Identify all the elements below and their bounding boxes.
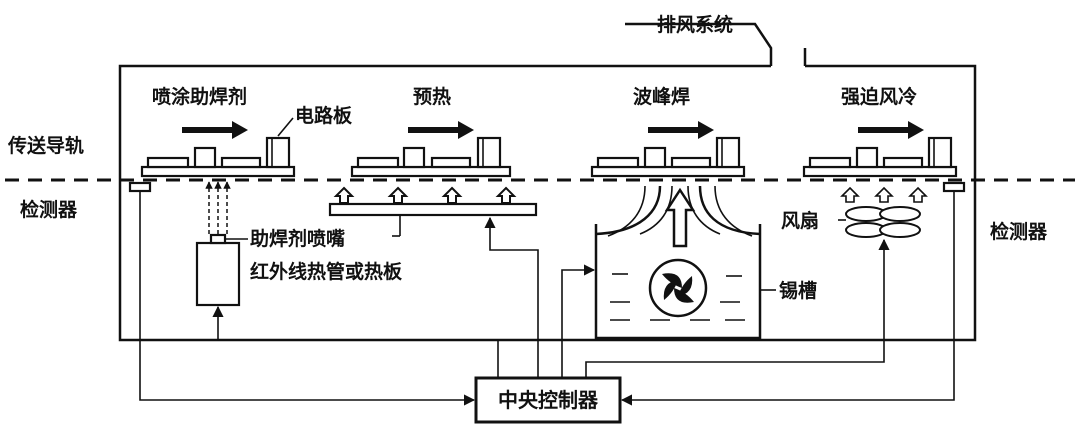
direction-arrow xyxy=(408,121,474,139)
control-wiring xyxy=(139,191,955,406)
detector-right xyxy=(942,181,966,193)
detector-left-label: 检测器 xyxy=(20,198,78,221)
direction-arrow xyxy=(648,121,714,139)
pcb-board-4 xyxy=(802,136,958,178)
forced-cooling-label: 强迫风冷 xyxy=(841,85,917,108)
pcb-board-3 xyxy=(590,136,746,178)
ir-heater-label: 红外线热管或热板 xyxy=(250,260,403,283)
cooling-fan xyxy=(838,186,928,238)
solder-wave-arrow xyxy=(664,187,696,248)
detector-left xyxy=(128,181,152,193)
conveyor-label: 传送导轨 xyxy=(7,134,84,157)
ir-heater-plate xyxy=(328,186,538,237)
exhaust-duct xyxy=(625,22,807,66)
direction-arrow xyxy=(182,121,248,139)
fan-label: 风扇 xyxy=(781,209,819,232)
central-controller-label: 中央控制器 xyxy=(498,388,599,412)
exhaust-system-label: 排风系统 xyxy=(657,13,733,36)
machine-enclosure xyxy=(118,64,977,342)
preheat-label: 预热 xyxy=(413,85,451,108)
pump-impeller xyxy=(648,258,708,318)
solder-pot xyxy=(594,185,776,340)
pcb-board-2 xyxy=(350,136,512,178)
wave-solder-label: 波峰焊 xyxy=(633,85,690,108)
pcb-leader-line xyxy=(277,117,294,137)
detector-right-label: 检测器 xyxy=(990,220,1048,243)
flux-nozzle-label: 助焊剂喷嘴 xyxy=(250,227,345,250)
pcb-label: 电路板 xyxy=(295,104,353,127)
central-controller-box xyxy=(474,376,622,424)
solder-pot-label: 锡槽 xyxy=(779,279,817,302)
flux-spray-label: 喷涂助焊剂 xyxy=(152,85,247,108)
pcb-board-1 xyxy=(140,136,296,178)
flux-nozzle-unit xyxy=(195,181,248,307)
direction-arrow xyxy=(858,121,924,139)
